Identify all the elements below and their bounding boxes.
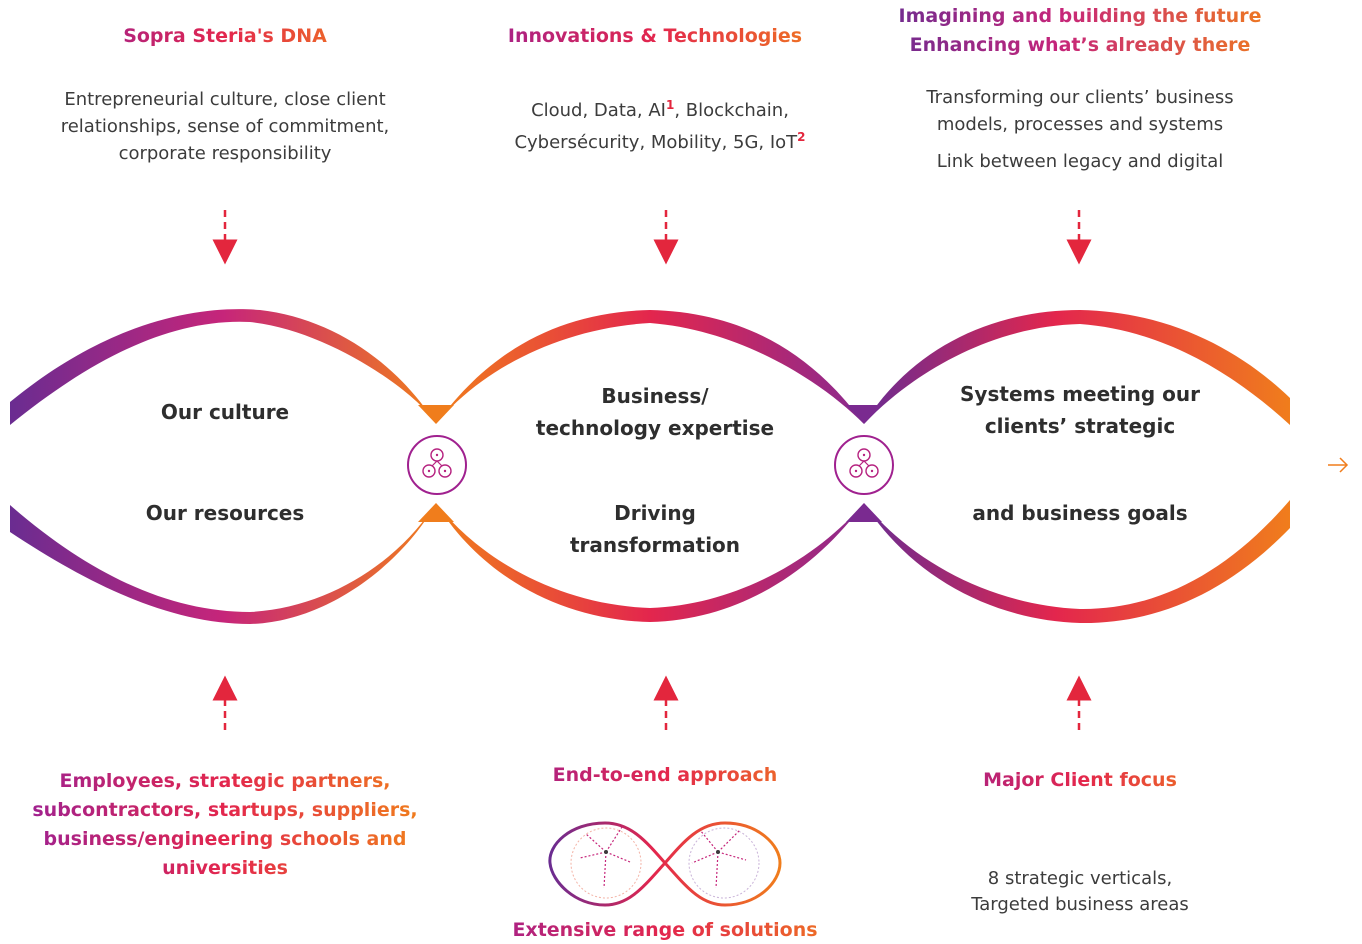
resources-label: Our resources [145,501,305,525]
link-node-icon [834,435,894,495]
link-node-icon [407,435,467,495]
transformation-label: Driving transformation [569,501,741,557]
ribbon-upper-right [864,310,1290,425]
ribbon-lower-left [10,503,436,624]
ecosystem-text: Employees, strategic partners, subcontra… [30,767,420,883]
culture-label: Our culture [160,400,290,424]
major-client-heading: Major Client focus [930,767,1230,793]
innovations-description: Cloud, Data, AI1, Blockchain, Cybersécur… [514,98,806,153]
expertise-label: Business/ technology expertise [535,384,775,440]
ribbon-lower-middle [436,503,864,622]
dna-description: Entrepreneurial culture, close client re… [60,89,390,164]
arrow-right-icon [1328,457,1349,473]
ribbon-lower-right [864,500,1290,624]
systems-label: Systems meeting our clients’ strategic [960,382,1200,438]
solutions-caption: Extensive range of solutions [470,917,860,943]
enhancing-heading: Enhancing what’s already there [880,32,1280,58]
legacy-digital-text: Link between legacy and digital [936,151,1224,172]
end-to-end-heading: End-to-end approach [505,762,825,788]
ribbon-upper-middle [436,310,864,424]
future-description: Transforming our clients’ business model… [926,87,1234,135]
innovations-heading: Innovations & Technologies [475,23,835,49]
business-goals-label: and business goals [972,501,1188,525]
ribbon-upper-left [10,309,436,425]
future-heading: Imagining and building the future [880,3,1280,29]
infinity-loop-icon [548,821,782,907]
dna-heading: Sopra Steria's DNA [75,23,375,49]
verticals-text: 8 strategic verticals, Targeted business… [971,868,1189,915]
